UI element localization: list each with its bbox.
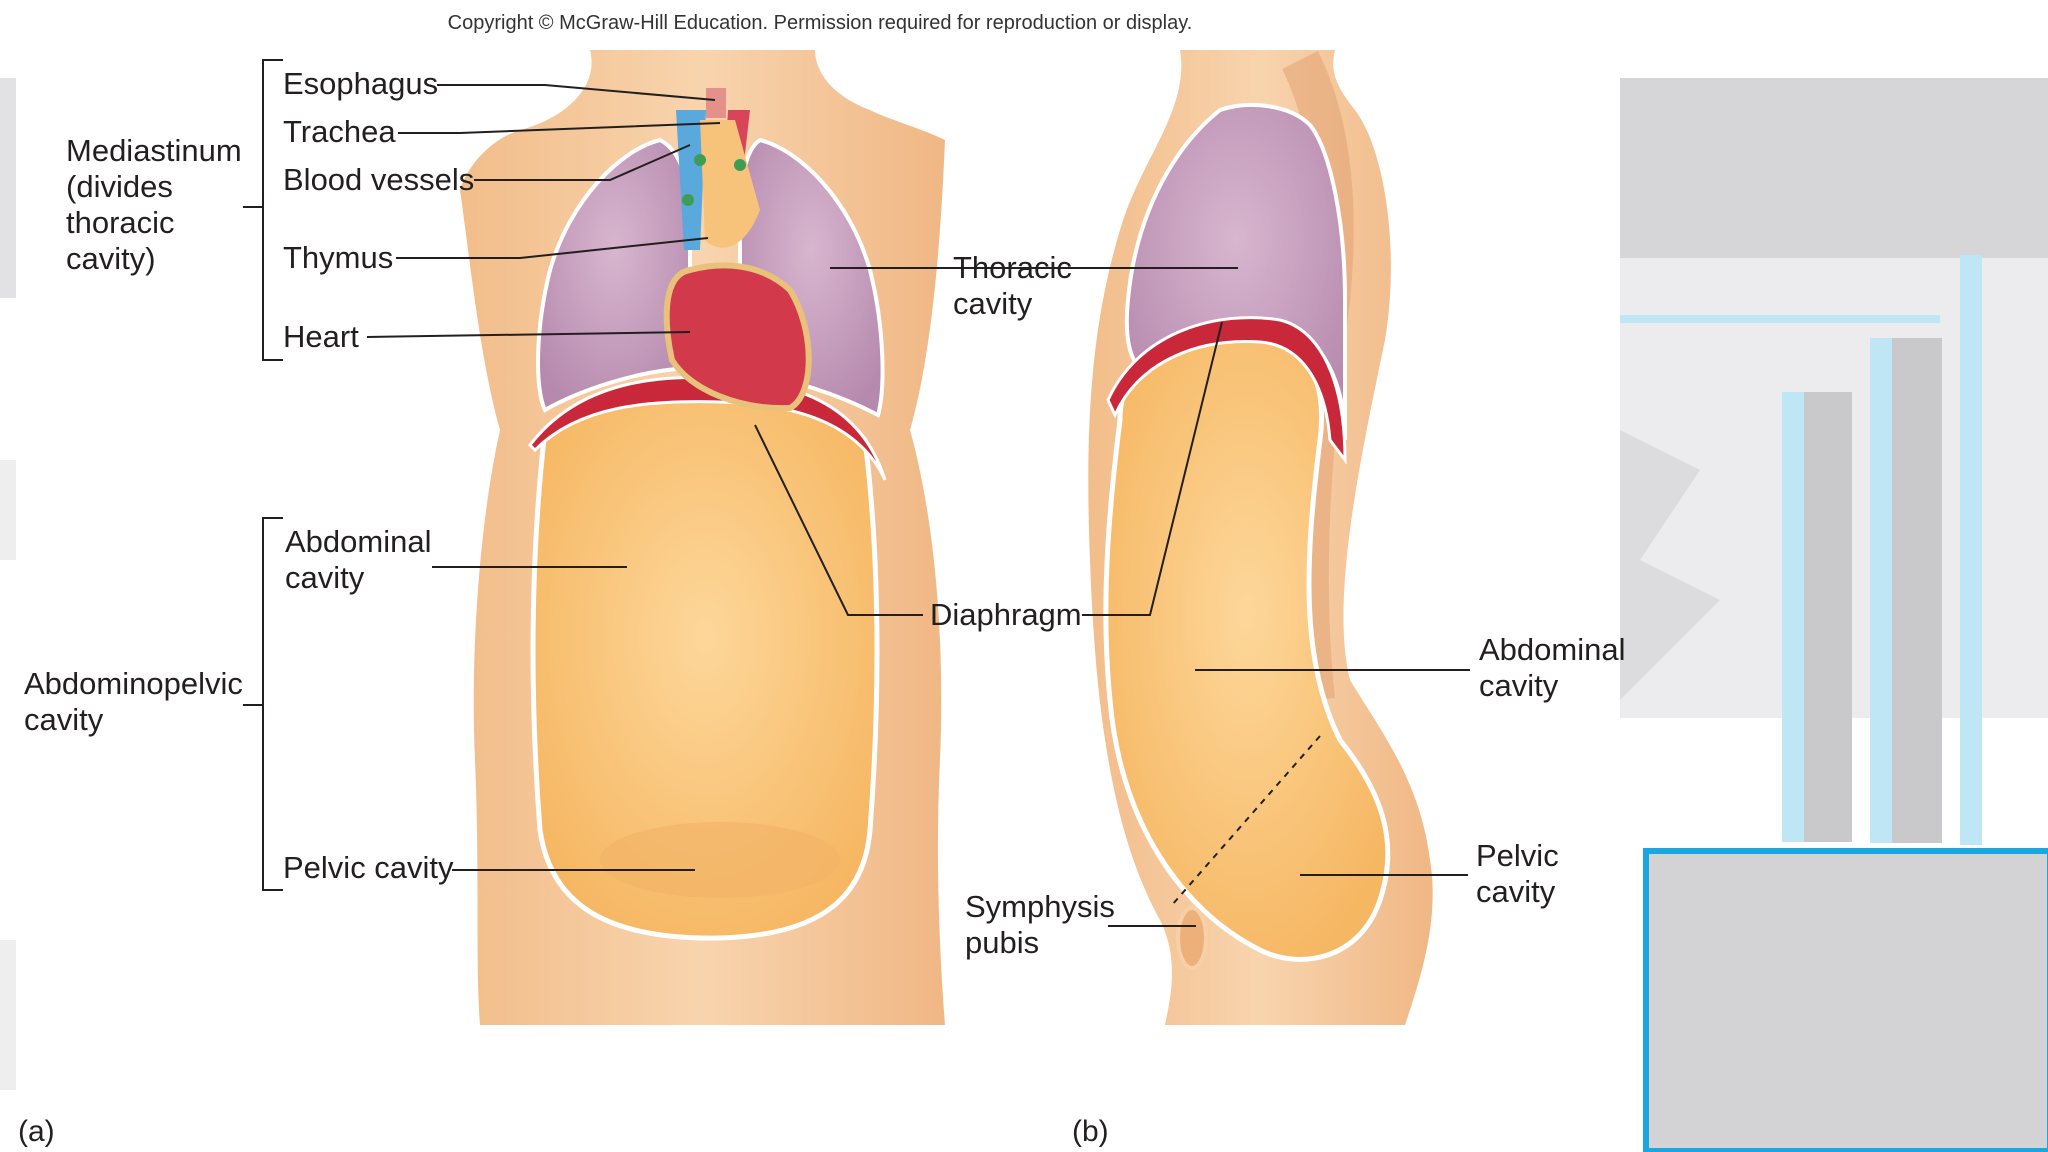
background-decoration (0, 78, 2048, 1152)
panel-b-letter: (b) (1072, 1115, 1109, 1148)
symphysis-pubis-label: Symphysis pubis (965, 889, 1115, 960)
leader-lines (243, 59, 1470, 927)
trachea-label: Trachea (283, 114, 396, 149)
esophagus-label: Esophagus (283, 66, 439, 101)
vessel-left (676, 110, 706, 250)
panel-a-letter: (a) (18, 1115, 55, 1148)
thymus-label: Thymus (283, 240, 394, 275)
abdominal-cavity-label-a: Abdominal cavity (285, 524, 432, 595)
esophagus-shape (706, 88, 726, 118)
blood-vessels-label: Blood vessels (283, 162, 475, 197)
pubic-bone (1176, 906, 1208, 970)
diaphragm-label: Diaphragm (930, 597, 1082, 632)
abdominopelvic-label: Abdominopelvic cavity (24, 666, 243, 737)
side-torso (1088, 50, 1433, 1025)
mediastinum-label: Mediastinum (divides thoracic cavity) (66, 133, 242, 276)
heart-label: Heart (283, 319, 359, 354)
pelvic-cavity-label-b: Pelvic cavity (1476, 838, 1559, 909)
pelvic-cavity-label-a: Pelvic cavity (283, 850, 454, 885)
copyright-notice: Copyright © McGraw-Hill Education. Permi… (447, 12, 1193, 34)
side-diaphragm (1106, 316, 1347, 465)
abdominal-cavity-label-b: Abdominal cavity (1479, 632, 1626, 703)
pelvic-bowl (600, 822, 840, 898)
thoracic-cavity-label: Thoracic cavity (953, 250, 1072, 321)
thymus-shape (700, 120, 760, 248)
front-torso (460, 50, 945, 1025)
